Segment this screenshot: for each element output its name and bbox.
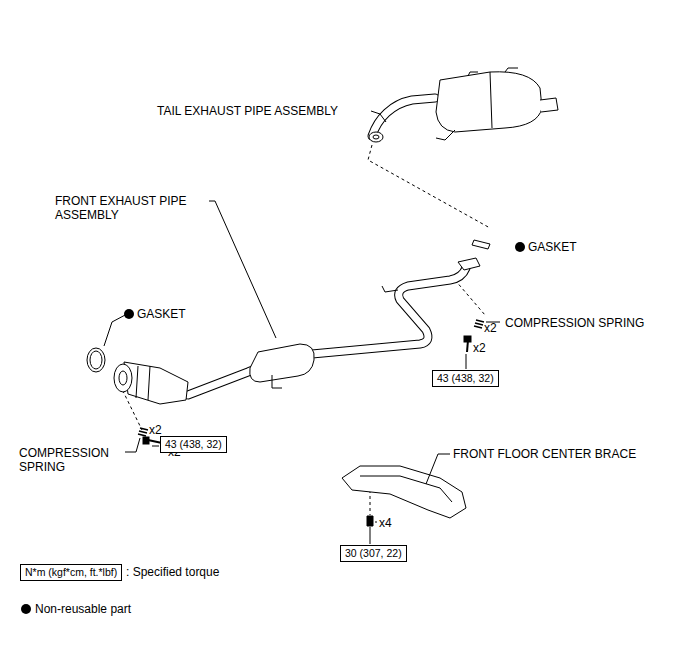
- torque-box: 30 (307, 22): [340, 545, 407, 562]
- part-label: FRONT FLOOR CENTER BRACE: [453, 447, 636, 461]
- part-label: GASKET: [528, 240, 577, 254]
- legend-text: : Specified torque: [126, 565, 219, 579]
- part-label: GASKET: [137, 307, 186, 321]
- legend-entry: Non-reusable part: [35, 602, 131, 616]
- torque-box: 43 (438, 32): [160, 436, 227, 453]
- quantity-label: x4: [379, 516, 392, 530]
- quantity-label: x2: [149, 423, 162, 437]
- torque-unit-box: N*m (kgf*cm, ft.*lbf): [20, 564, 122, 581]
- torque-box: 43 (438, 32): [432, 370, 499, 387]
- torque-value: 43 (438, 32): [165, 438, 222, 450]
- part-label: COMPRESSION SPRING: [19, 446, 119, 474]
- quantity-label: x2: [473, 341, 486, 355]
- legend-entry: : Specified torque: [126, 565, 219, 579]
- legend-text: Non-reusable part: [35, 602, 131, 616]
- part-label: COMPRESSION SPRING: [505, 316, 644, 330]
- part-label: FRONT EXHAUST PIPE ASSEMBLY: [55, 194, 205, 222]
- torque-value: 30 (307, 22): [345, 547, 402, 559]
- part-label: TAIL EXHAUST PIPE ASSEMBLY: [157, 104, 338, 118]
- torque-value: N*m (kgf*cm, ft.*lbf): [25, 566, 117, 578]
- quantity-label: x2: [484, 321, 497, 335]
- torque-value: 43 (438, 32): [437, 372, 494, 384]
